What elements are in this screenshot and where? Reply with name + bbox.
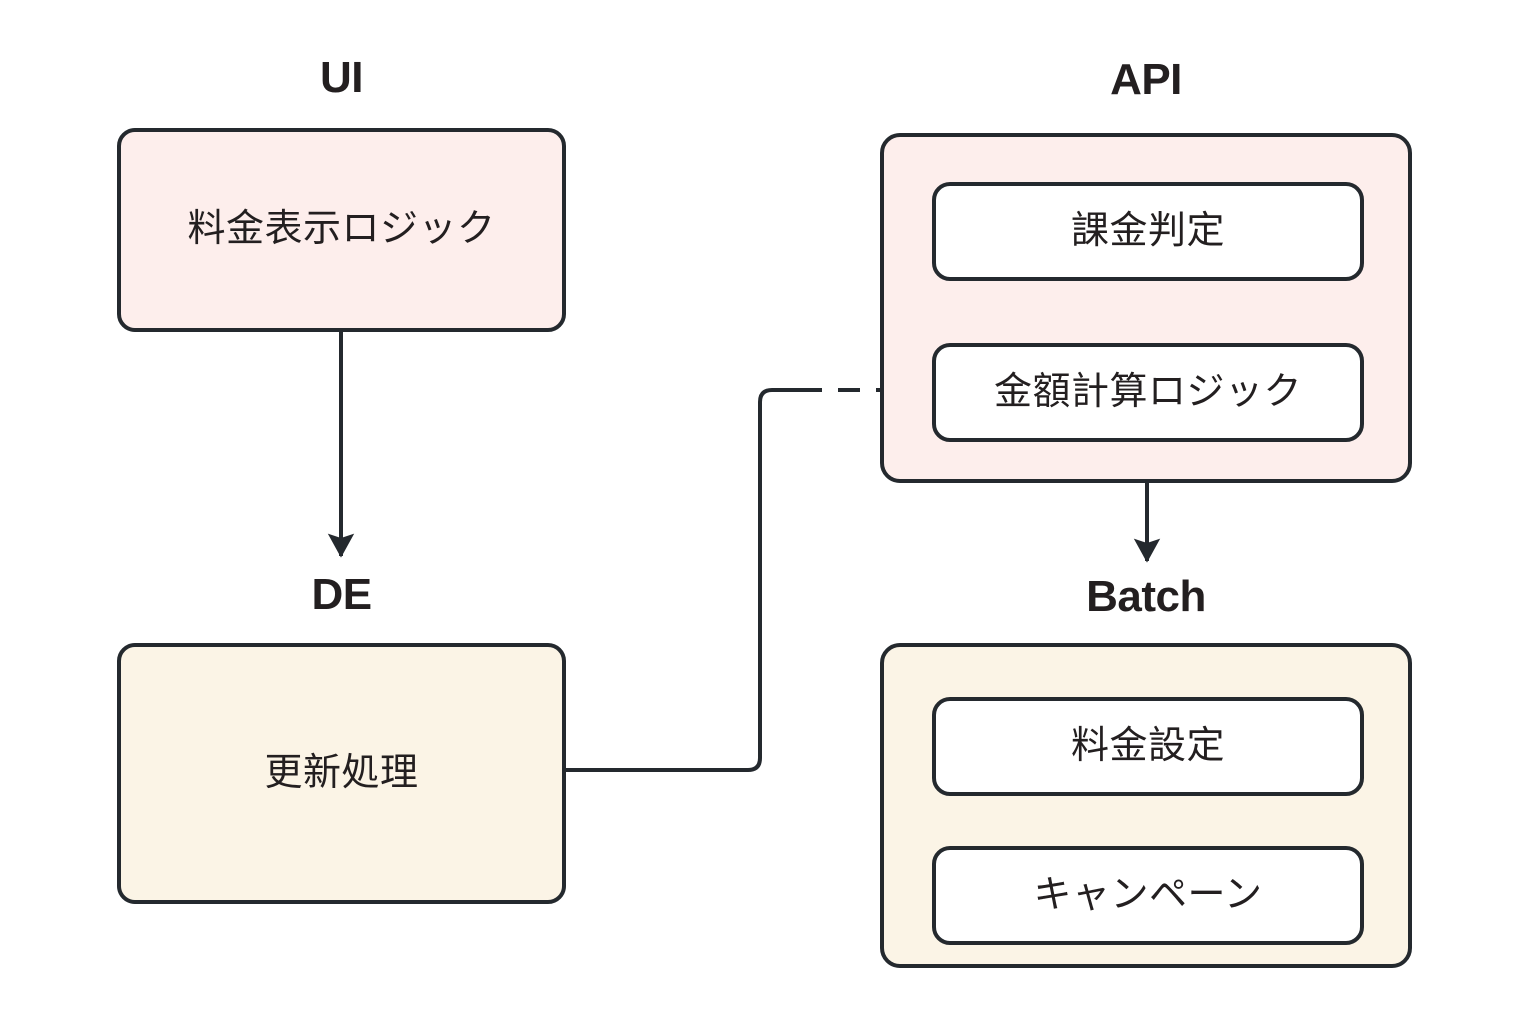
group-container-batch: 料金設定 キャンペーン [880, 643, 1412, 968]
node-label-batch-campaign: キャンペーン [1033, 873, 1263, 916]
group-container-api: 課金判定 金額計算ロジック [880, 133, 1412, 483]
node-batch-campaign[interactable]: キャンペーン [932, 846, 1364, 945]
group-title-ui: UI [320, 53, 364, 102]
group-title-batch: Batch [1086, 572, 1206, 621]
node-label-api-billing-judgement: 課金判定 [1070, 209, 1225, 252]
node-api-amount-calc[interactable]: 金額計算ロジック [932, 343, 1364, 442]
node-label-de-update-process: 更新処理 [264, 751, 419, 794]
node-api-billing-judgement[interactable]: 課金判定 [932, 182, 1364, 281]
node-ui-pricing-display[interactable]: 料金表示ロジック [117, 128, 566, 332]
node-label-batch-pricing-setting: 料金設定 [1070, 724, 1225, 767]
group-title-de: DE [311, 570, 372, 619]
edge-de-to-api [566, 388, 882, 772]
group-title-api: API [1110, 55, 1182, 104]
node-de-update-process[interactable]: 更新処理 [117, 643, 566, 904]
node-label-ui-pricing-display: 料金表示ロジック [187, 208, 496, 251]
node-label-api-amount-calc: 金額計算ロジック [993, 370, 1302, 413]
node-batch-pricing-setting[interactable]: 料金設定 [932, 697, 1364, 796]
